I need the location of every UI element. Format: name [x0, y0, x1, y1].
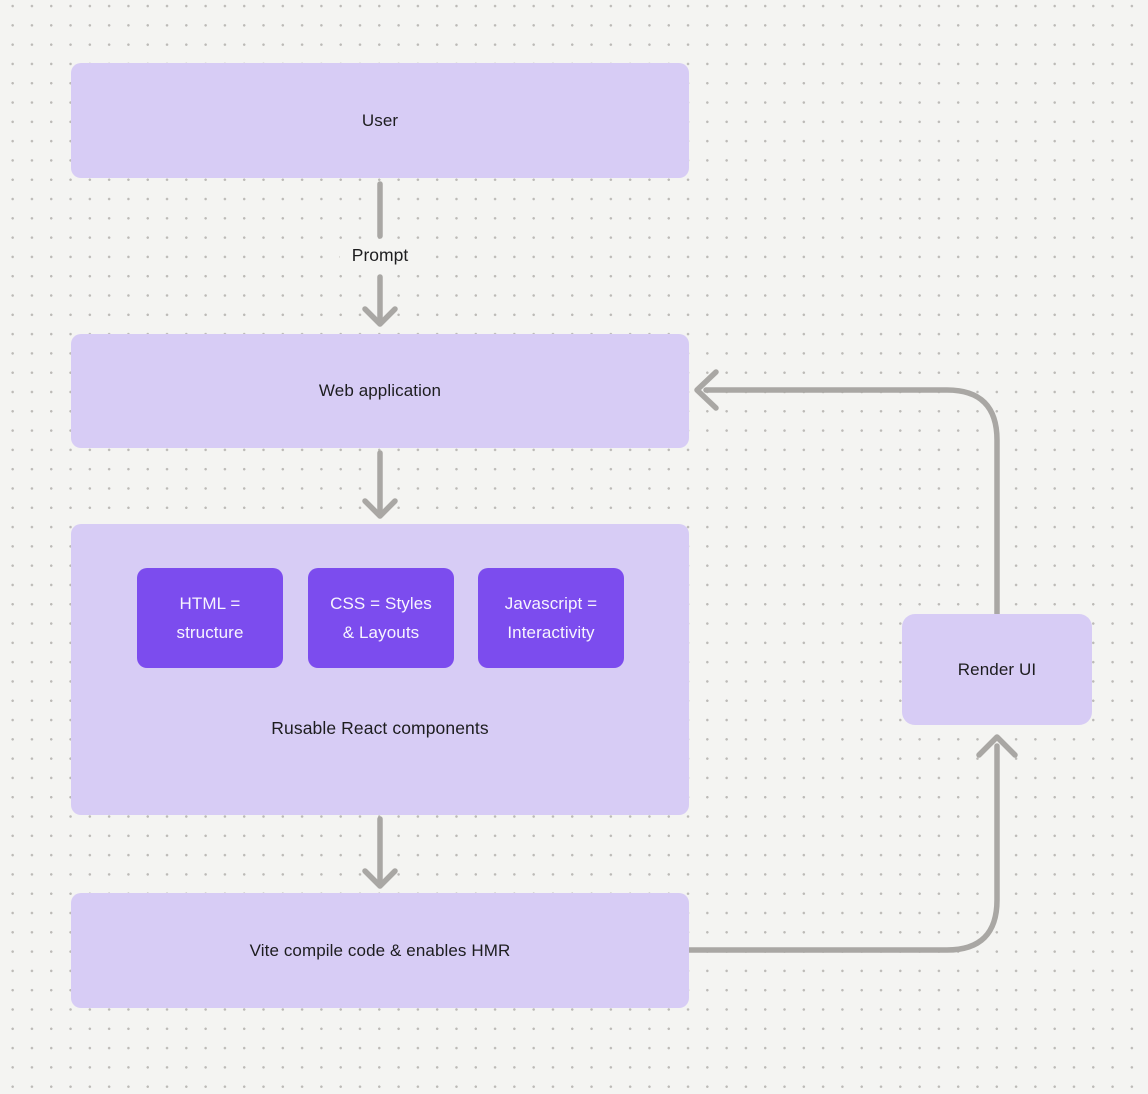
chip-css[interactable]: CSS = Styles & Layouts — [308, 568, 454, 668]
chip-html-label: HTML = structure — [176, 594, 244, 642]
arrowhead-down-icon — [362, 868, 398, 889]
node-render-ui-label: Render UI — [957, 659, 1037, 679]
node-components-group[interactable]: HTML = structure CSS = Styles & Layouts … — [71, 524, 689, 815]
arrowhead-down-icon — [362, 306, 398, 327]
connector-user-to-webapp[interactable] — [362, 181, 398, 327]
node-user[interactable]: User — [71, 63, 689, 178]
edge-label-prompt[interactable]: Prompt — [340, 244, 420, 268]
connector-segment — [703, 387, 1000, 617]
node-web-application[interactable]: Web application — [71, 334, 689, 448]
node-web-application-label: Web application — [318, 381, 442, 400]
chip-javascript-label: Javascript = Interactivity — [504, 594, 598, 642]
chip-html[interactable]: HTML = structure — [137, 568, 283, 668]
arrowhead-down-icon — [362, 498, 398, 519]
connector-renderui-to-webapp[interactable] — [694, 369, 1000, 617]
node-render-ui[interactable]: Render UI — [902, 614, 1092, 725]
chip-css-label: CSS = Styles & Layouts — [330, 594, 432, 642]
connector-group-to-vite[interactable] — [362, 816, 398, 889]
node-vite-label: Vite compile code & enables HMR — [249, 940, 511, 960]
node-user-label: User — [361, 110, 399, 130]
chip-javascript[interactable]: Javascript = Interactivity — [478, 568, 624, 668]
connector-vite-to-renderui[interactable] — [686, 734, 1018, 953]
arrowhead-up-icon — [976, 734, 1018, 758]
arrowhead-left-icon — [694, 369, 719, 411]
connector-segment — [686, 743, 1000, 953]
node-vite[interactable]: Vite compile code & enables HMR — [71, 893, 689, 1008]
components-group-label: Rusable React components — [271, 718, 489, 738]
connector-webapp-to-group[interactable] — [362, 450, 398, 519]
